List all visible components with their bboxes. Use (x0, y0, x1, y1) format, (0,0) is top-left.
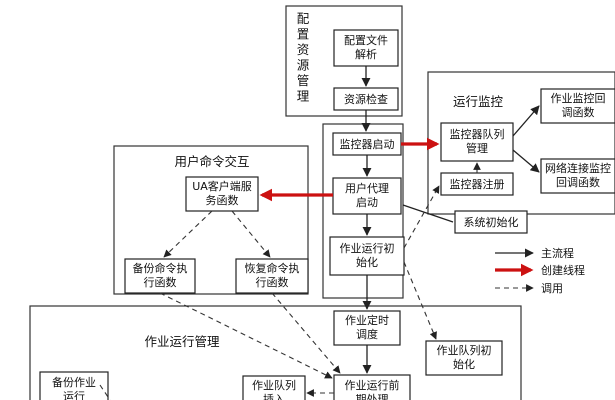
node-ua-service (185, 176, 259, 212)
node-monitor-queue-mgmt (440, 122, 514, 162)
region-title-runtime-monitor: 运行监控 (453, 94, 504, 109)
edge-queue-to-jobmonitor (512, 105, 540, 137)
label-config-parse: 配置文件解析 (344, 33, 388, 61)
label-net-monitor-cb: 网络连接监控回调函数 (545, 161, 611, 189)
region-title-config-mgmt: 配置资源管理 (297, 11, 310, 104)
label-job-queue-init: 作业队列初始化 (437, 343, 492, 371)
node-job-pre-process (333, 374, 411, 400)
edge-queue-to-netmonitor (512, 149, 540, 173)
node-restore-exec (235, 258, 309, 294)
region-title-user-cmd: 用户命令交互 (174, 154, 249, 169)
node-user-proxy-start (332, 177, 402, 215)
node-job-queue-insert (242, 375, 306, 400)
node-job-monitor-cb (540, 88, 615, 124)
node-system-init (454, 210, 528, 234)
label-system-init: 系统初始化 (464, 215, 519, 229)
legend-create-thread-label: 创建线程 (541, 263, 585, 277)
edge-call-ua-restore (231, 210, 271, 258)
node-job-queue-init (425, 340, 503, 376)
label-job-pre-process: 作业运行前期处理 (345, 378, 400, 400)
label-monitor-register: 监控器注册 (450, 177, 505, 191)
edge-call-restore-preprocess (271, 292, 341, 374)
node-backup-exec (124, 258, 196, 294)
edge-call-ua-backup (163, 210, 213, 258)
label-restore-exec: 恢复命令执行函数 (245, 261, 300, 289)
node-job-schedule (333, 310, 401, 346)
region-config-mgmt (285, 5, 403, 117)
label-backup-exec: 备份命令执行函数 (133, 261, 188, 289)
label-monitor-start: 监控器启动 (340, 137, 395, 151)
label-monitor-queue-mgmt: 监控器队列管理 (450, 127, 505, 155)
label-resource-check: 资源检查 (344, 92, 388, 106)
legend-main-flow-label: 主流程 (541, 246, 574, 260)
label-job-monitor-cb: 作业监控回调函数 (551, 91, 606, 119)
edge-call-queueinit (403, 261, 437, 340)
label-job-queue-insert: 作业队列插入 (252, 378, 296, 400)
label-ua-service: UA客户端服务函数 (192, 179, 252, 207)
region-job-mgmt (29, 305, 522, 400)
edge-call-backup-job (99, 384, 111, 400)
edge-system-init-leader (402, 204, 454, 223)
label-user-proxy-start: 用户代理启动 (345, 181, 389, 209)
label-job-run-init: 作业运行初始化 (340, 241, 395, 269)
region-title-job-mgmt: 作业运行管理 (144, 334, 220, 349)
region-user-cmd (113, 145, 309, 295)
node-backup-job-run (39, 371, 109, 400)
edge-call-backup-preprocess (159, 292, 333, 379)
legend-call-label: 调用 (541, 282, 563, 295)
label-backup-job-run: 备份作业运行 (52, 375, 96, 400)
label-job-schedule: 作业定时调度 (345, 313, 389, 341)
node-net-monitor-cb (540, 158, 615, 194)
edge-call-jobinit-register (403, 185, 440, 249)
